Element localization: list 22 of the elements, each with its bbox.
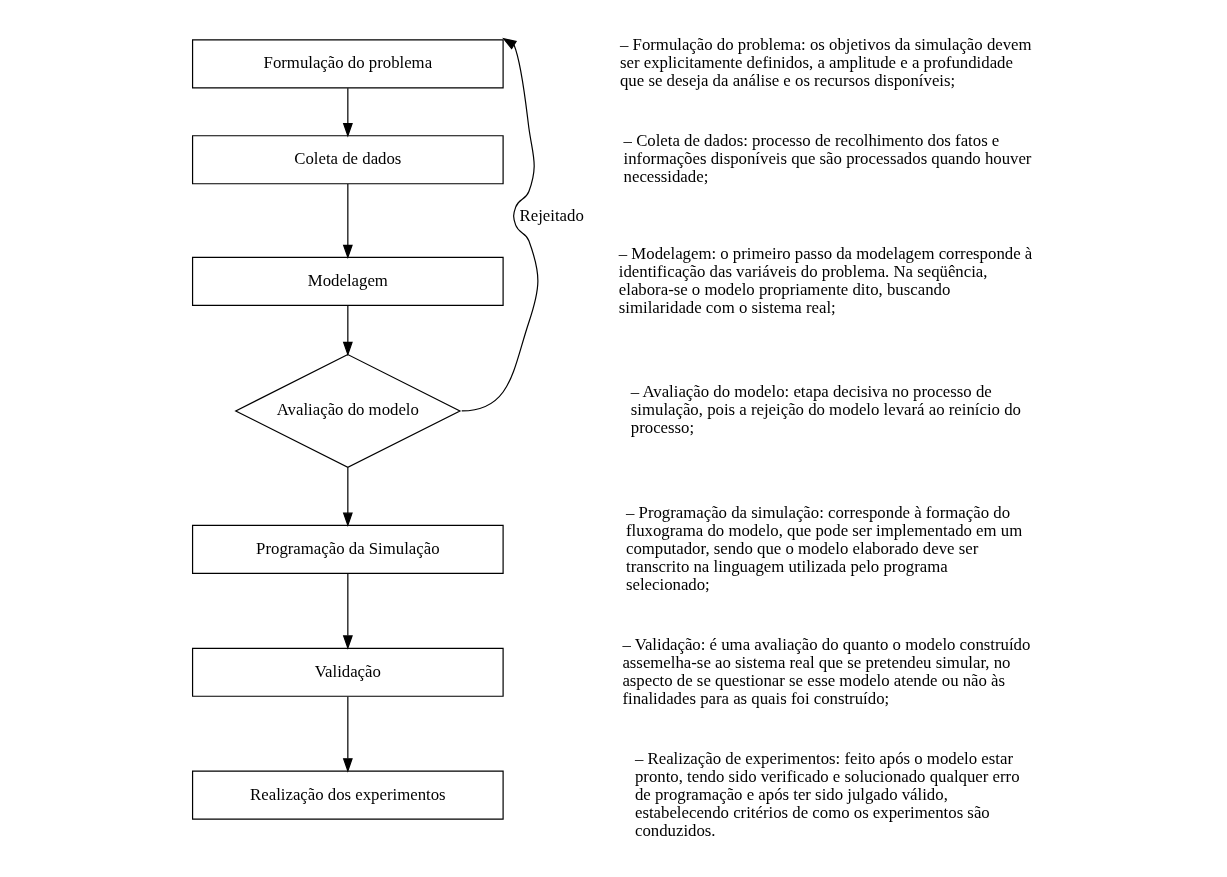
label: – Avaliação do modelo: etapa decisiva no processo de simulação, pois a rejeição do modelo levará ao reinício do processo;: [630, 382, 1021, 438]
node-box: Programação da Simulação: [191, 524, 504, 574]
arrow: [342, 466, 353, 527]
node-box: Validação: [191, 647, 504, 697]
node-box: Formulação do problema: [191, 39, 504, 89]
node-box: Coleta de dados: [191, 135, 504, 185]
node-box: Modelagem: [191, 256, 504, 307]
arrow: [460, 37, 538, 412]
node-box: Realização dos experimentos: [191, 770, 504, 820]
label: – Coleta de dados: processo de recolhimento dos fatos e informações disponíveis que são processados quando houver necessidade;: [623, 131, 1031, 187]
label: – Programação da simulação: corresponde à formação do fluxograma do modelo, que pode ser implementado em um computador, sendo que o modelo elaborado deve ser transcrito na linguagem utilizada pelo programa selecionado;: [625, 502, 1022, 594]
arrow: [342, 696, 353, 773]
label: – Modelagem: o primeiro passo da modelagem corresponde à identificação das variáveis do problema. Na seqüência, elabora-se o modelo propriamente dito, buscando similaridade com o sistema real;: [618, 243, 1032, 317]
arrow: [342, 573, 353, 650]
arrow: [342, 87, 353, 138]
arrow: [342, 305, 353, 357]
label: – Validação: é uma avaliação do quanto o modelo construído assemelha-se ao sistema real que se pretendeu simular, no aspecto de se questionar se esse modelo atende ou não às finalidades para as quais foi construído;: [621, 634, 1030, 708]
node-diamond: Avaliação do modelo: [233, 353, 461, 468]
label: – Realização de experimentos: feito após o modelo estar pronto, tendo sido verificado e solucionado qualquer erro de programação e após ter sido julgado válido, estabelecendo critérios de como os experimentos são conduzidos.: [634, 748, 1020, 840]
edge-label: Rejeitado: [519, 205, 584, 225]
arrow: [342, 183, 353, 260]
label: – Formulação do problema: os objetivos da simulação devem ser explicitamente definidos, a amplitude e a profundidade que se deseja da análise e os recursos disponíveis;: [619, 35, 1032, 91]
